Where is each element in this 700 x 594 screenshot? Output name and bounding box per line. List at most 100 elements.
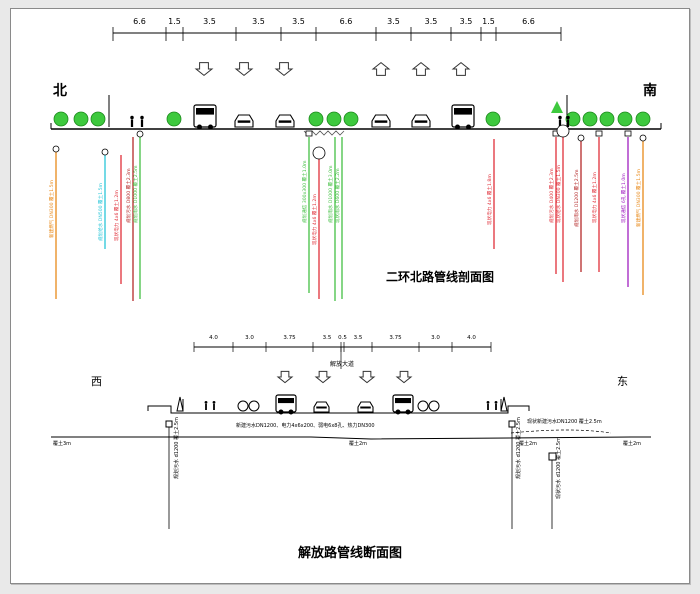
dimension-label: 3.5 bbox=[425, 17, 438, 26]
pipe-label: 规划污水 D800 覆土2.3m bbox=[125, 168, 132, 223]
wheel bbox=[197, 124, 202, 130]
tree-icon bbox=[582, 111, 598, 127]
wheel bbox=[278, 409, 284, 415]
wheel bbox=[466, 124, 471, 130]
pipe-label: 新建燃气 DN300 覆土1.5m bbox=[635, 168, 642, 227]
existing-sewer-trace bbox=[510, 429, 612, 434]
bottom-title: 解放路管线断面图 bbox=[297, 545, 402, 561]
arrow-down-icon bbox=[234, 62, 254, 77]
cover-mid: 覆土2m bbox=[349, 440, 367, 447]
dimension-label: 6.6 bbox=[133, 17, 146, 26]
bus-window bbox=[395, 398, 411, 404]
bottom-pedestrians bbox=[204, 401, 498, 410]
tree-icon bbox=[635, 111, 651, 127]
bus-window bbox=[454, 108, 472, 115]
bus-icon bbox=[275, 394, 297, 413]
dimension-label: 4.0 bbox=[467, 335, 476, 341]
dimension-label: 6.6 bbox=[340, 17, 353, 26]
vertical-label-west: 规划污水 d1200 覆土2.5m bbox=[173, 417, 180, 479]
bus-icon bbox=[392, 394, 414, 413]
vertical-label-east: 规划污水 d1200 覆土2.5m bbox=[515, 417, 522, 479]
cover-east-1: 覆土2m bbox=[519, 440, 537, 447]
tree-icon bbox=[308, 111, 324, 127]
wheel bbox=[405, 409, 411, 415]
dimension-label: 3.5 bbox=[252, 17, 265, 26]
top-pedestrians bbox=[130, 115, 570, 127]
pipe-label: 现状通信 6孔 覆土1.0m bbox=[620, 173, 627, 223]
tree-icon bbox=[565, 111, 581, 127]
south-label: 南 bbox=[643, 82, 657, 99]
pipe-marker bbox=[312, 146, 326, 160]
wheel bbox=[395, 409, 401, 415]
dimension-label: 3.5 bbox=[354, 335, 363, 341]
person-icon bbox=[140, 115, 144, 120]
west-label: 西 bbox=[91, 375, 102, 388]
wheel bbox=[455, 124, 460, 130]
shrub-icon bbox=[500, 396, 508, 412]
wheel bbox=[288, 409, 294, 415]
dimension-label: 3.5 bbox=[292, 17, 305, 26]
car-window bbox=[316, 406, 327, 409]
vertical-label-existing: 现状污水 d1200 覆土2.5m bbox=[555, 437, 562, 499]
dimension-label: 4.0 bbox=[209, 335, 218, 341]
bottom-note-east: 现状新建污水DN1200 覆土2.5m bbox=[527, 418, 602, 425]
pipe-marker bbox=[136, 130, 144, 138]
pipe-marker bbox=[595, 130, 603, 137]
pipe-marker-existing bbox=[548, 452, 557, 461]
arrow-down-icon bbox=[194, 62, 214, 77]
bottom-ground-line bbox=[51, 436, 651, 440]
bottom-trees bbox=[176, 396, 508, 412]
dimension-label: 3.75 bbox=[389, 335, 402, 341]
tree-icon bbox=[166, 111, 182, 127]
tree-icon bbox=[73, 111, 89, 127]
pipe-marker bbox=[556, 124, 570, 138]
tree-icon bbox=[599, 111, 615, 127]
pipe-label: 现状电力 4x6 覆土1.2m bbox=[311, 194, 318, 245]
arrow-up-icon bbox=[411, 61, 431, 76]
pipe-label: 现状雨水 D600 覆土2.2m bbox=[334, 168, 341, 223]
pipe-marker bbox=[639, 134, 647, 142]
pipe-label: 规划污水 D400 覆土2.3m bbox=[548, 168, 555, 223]
pipe-label: 现状给水 DN300 覆土1.5m bbox=[555, 164, 562, 223]
bottom-road-surface bbox=[147, 405, 530, 414]
person-icon bbox=[486, 401, 490, 404]
dimension-label: 6.6 bbox=[522, 17, 535, 26]
dimension-label: 3.5 bbox=[460, 17, 473, 26]
pipe-marker bbox=[52, 145, 60, 153]
person-icon bbox=[566, 115, 570, 120]
bottom-note-main: 新建污水DN1200、电力4x6x200、弱电6x8孔、热力DN300 bbox=[236, 422, 375, 429]
arrow-down-icon bbox=[358, 370, 376, 384]
dimension-label: 3.0 bbox=[245, 335, 254, 341]
pipe-marker-east bbox=[508, 420, 516, 428]
bus-window bbox=[196, 108, 214, 115]
tree-icon bbox=[417, 400, 429, 412]
pipe-marker bbox=[101, 148, 109, 156]
person-icon bbox=[204, 401, 208, 404]
dimension-label: 1.5 bbox=[168, 17, 181, 26]
dimension-label: 0.5 bbox=[338, 335, 347, 341]
tree-icon bbox=[248, 400, 260, 412]
dimension-label: 3.5 bbox=[387, 17, 400, 26]
top-lane-arrows bbox=[194, 61, 471, 77]
arrow-down-icon bbox=[276, 370, 294, 384]
cover-east-2: 覆土2m bbox=[623, 440, 641, 447]
bus-window bbox=[278, 398, 294, 404]
road-name: 解放大道 bbox=[330, 360, 354, 368]
car-window bbox=[278, 120, 292, 123]
pipe-label: 现状电力 4x6 覆土1.2m bbox=[591, 172, 598, 223]
car-window bbox=[414, 120, 428, 123]
person-icon bbox=[494, 401, 498, 404]
shrub-icon bbox=[551, 101, 563, 113]
tree-icon bbox=[326, 111, 342, 127]
wheel bbox=[208, 124, 213, 130]
tree-icon bbox=[485, 111, 501, 127]
tree-icon bbox=[53, 111, 69, 127]
pipe-marker bbox=[305, 130, 313, 137]
dimension-label: 3.75 bbox=[283, 335, 296, 341]
dimension-label: 3.5 bbox=[323, 335, 332, 341]
